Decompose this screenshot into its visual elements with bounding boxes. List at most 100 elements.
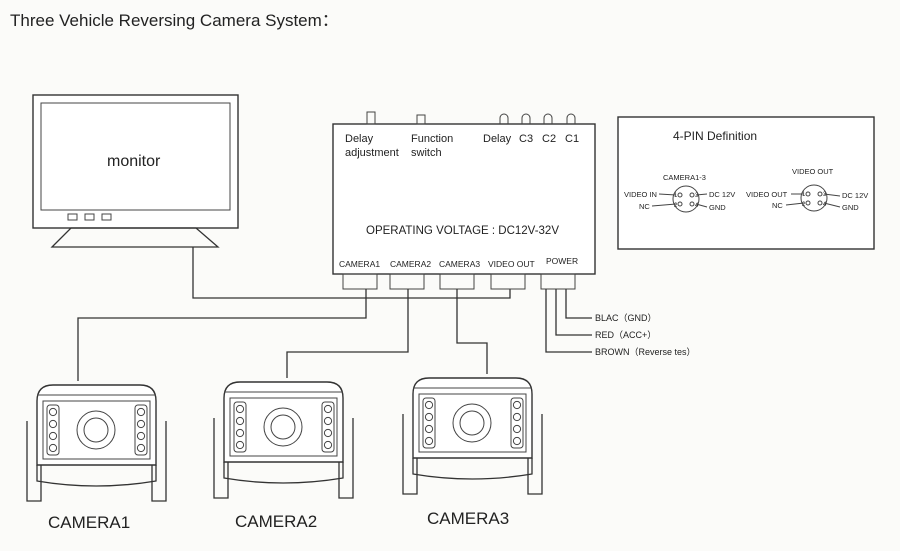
camera-housing [36,384,157,466]
ir-led [48,407,58,417]
monitor-button [84,213,95,221]
camera-pin-3: 3 [695,193,699,199]
ir-led [235,440,245,450]
camera-bracket [213,418,229,499]
ir-led [136,407,146,417]
video-out-connector-title: VIDEO OUT [792,167,834,176]
ir-led [235,428,245,438]
camera2-label: CAMERA2 [235,512,317,531]
ir-led [424,436,434,446]
camera-connector-title: CAMERA1-3 [663,173,706,182]
camera-pin-dc12v: DC 12V [709,190,735,199]
camera-lens-inner [83,417,109,443]
ir-led-strip-left [46,404,60,456]
monitor-label: monitor [107,153,161,170]
c2-led [543,113,553,124]
camera-bracket [527,414,543,495]
ir-led-strip-right [321,401,335,453]
camera-connector-pinout [672,185,700,213]
port-label-camera1: CAMERA1 [339,259,380,269]
ir-led [136,431,146,441]
camera-3 [402,377,543,495]
camera-face [42,400,151,460]
c3-label: C3 [519,133,533,145]
camera3-cable [456,289,488,374]
ir-led [323,440,333,450]
ir-led [323,428,333,438]
ir-led-strip-left [233,401,247,453]
camera-bracket [338,418,354,499]
function-switch [416,114,426,125]
function-switch-label: switch [411,147,442,159]
camera3-label: CAMERA3 [427,509,509,528]
ir-led [424,400,434,410]
camera-bracket [402,414,418,495]
camera-pin-4: 4 [695,203,699,209]
video-out-pin-gnd: GND [842,203,859,212]
operating-voltage: OPERATING VOLTAGE : DC12V-32V [366,225,559,237]
ir-led [48,431,58,441]
camera-pin-1: 1 [674,193,678,199]
c1-label: C1 [565,133,579,145]
ir-led [136,443,146,453]
camera1-cable [77,289,367,381]
camera-housing [223,381,344,463]
pin-definition-box: 4-PIN Definition CAMERA1-3 1 2 3 4 VIDEO… [617,116,875,250]
ir-led [48,419,58,429]
camera-bracket [26,421,42,502]
video-out-pin-nc: NC [772,201,783,210]
power-wire-label-reverse: BROWN（Reverse tes） [595,347,696,357]
camera2-cable [286,289,409,378]
delay-led [499,113,509,124]
power-wire-acc [555,289,592,336]
ir-led [323,404,333,414]
camera-pin-nc: NC [639,202,650,211]
camera-pin-video-in: VIDEO IN [624,190,657,199]
camera2-port [389,273,425,290]
ir-led [235,404,245,414]
ir-led [424,412,434,422]
video-out-pin-1: 1 [802,192,806,198]
camera-lens [452,403,492,443]
video-out-pin-dc12v: DC 12V [842,191,868,200]
camera-pin-gnd: GND [709,203,726,212]
c3-led [521,113,531,124]
ir-led-strip-right [510,397,524,449]
power-wire-label-gnd: BLAC（GND） [595,313,657,323]
camera-2 [213,381,354,499]
delay-adjustment-label: Delay [345,133,374,145]
pin-definition-title: 4-PIN Definition [673,129,757,143]
power-port [540,273,576,290]
camera-lens [76,410,116,450]
camera3-port [439,273,475,290]
camera-bracket [151,421,167,502]
ir-led-strip-left [422,397,436,449]
video-out-pin-video-out: VIDEO OUT [746,190,788,199]
camera-lens-inner [270,414,296,440]
camera-lens-inner [459,410,485,436]
c2-label: C2 [542,133,556,145]
delay-label: Delay [483,133,512,145]
monitor: monitor [32,94,239,248]
port-label-camera3: CAMERA3 [439,259,480,269]
c1-led [566,113,576,124]
video-out-port [490,273,526,290]
control-box: Delay adjustment Function switch Delay C… [332,111,596,290]
ir-led-strip-right [134,404,148,456]
camera-lens [263,407,303,447]
camera-face [418,393,527,453]
ir-led [136,419,146,429]
camera1-label: CAMERA1 [48,513,130,532]
video-out-pin-3: 3 [823,192,827,198]
camera-face [229,397,338,457]
ir-led [512,436,522,446]
camera-1 [26,384,167,502]
ir-led [512,424,522,434]
power-wire-gnd [565,289,592,319]
camera1-port [342,273,378,290]
camera-housing [412,377,533,459]
video-out-connector-pinout [800,184,828,212]
ir-led [512,412,522,422]
video-out-pin-2: 2 [802,202,806,208]
power-wire-label-acc: RED（ACC+） [595,330,656,340]
